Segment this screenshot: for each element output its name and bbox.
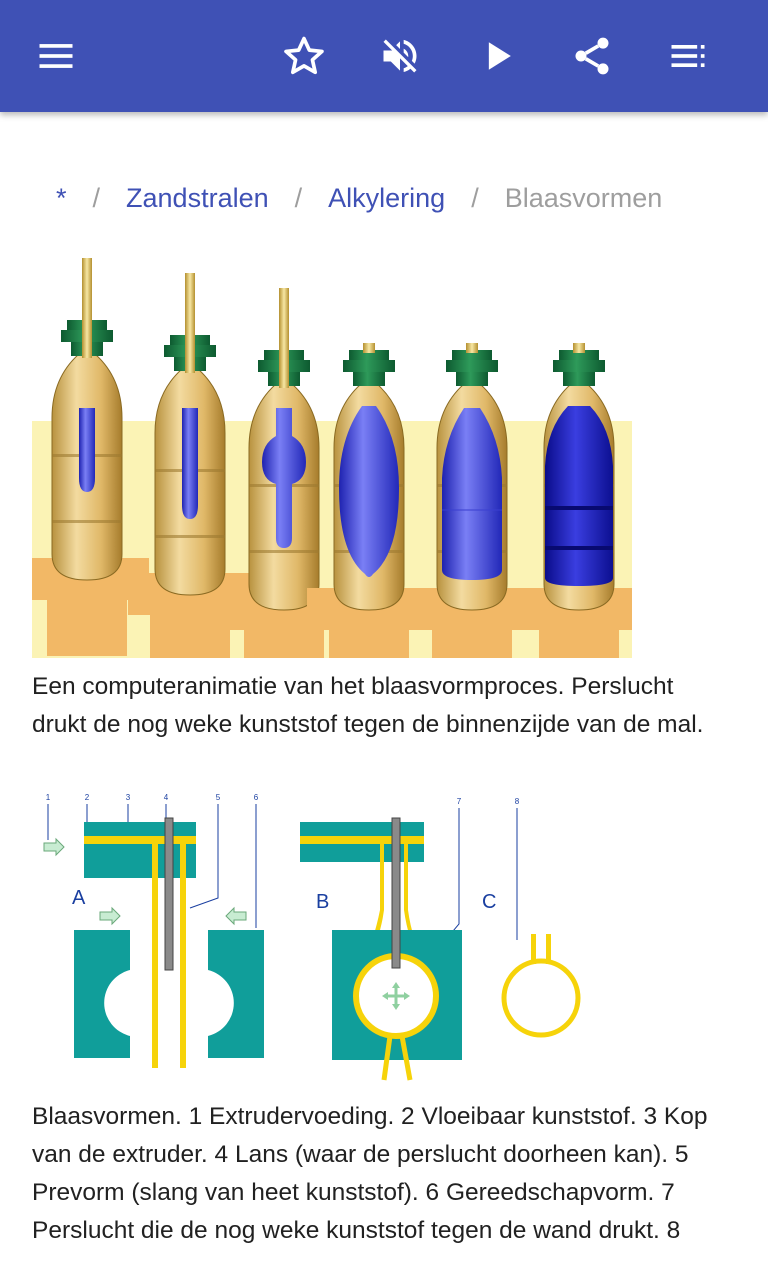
play-button[interactable] [468,26,528,86]
breadcrumb-separator: / [294,182,303,213]
blow-molding-diagram-image[interactable]: 1 2 3 4 5 6 7 8 A [32,790,612,1082]
breadcrumb-current: Blaasvormen [504,182,663,213]
diagram-letter-a: A [72,887,86,909]
share-button[interactable] [562,26,622,86]
diagram-label-3: 3 [126,793,131,802]
diagram-label-4: 4 [164,793,169,802]
breadcrumb-home-link[interactable]: * [56,182,67,213]
app-toolbar [0,0,768,112]
play-icon [488,42,511,70]
breadcrumb-link-alkylering[interactable]: Alkylering [328,182,446,213]
menu-icon [39,44,73,68]
breadcrumb-link-zandstralen[interactable]: Zandstralen [126,182,269,213]
breadcrumb-separator: / [92,182,101,213]
diagram-label-1: 1 [46,793,51,802]
favorite-button[interactable] [274,26,334,86]
diagram-label-6: 6 [254,793,259,802]
volume-off-icon [383,39,417,73]
breadcrumb-separator: / [471,182,479,213]
figure-caption: Blaasvormen. 1 Extrudervoeding. 2 Vloeib… [32,1103,708,1244]
share-icon [575,37,609,75]
diagram-label-7: 7 [457,797,462,806]
diagram-label-8: 8 [515,797,520,806]
blow-molding-animation-image[interactable] [24,258,642,687]
diagram-label-5: 5 [216,793,221,802]
diagram-letter-c: C [482,891,496,913]
breadcrumb: * / Zandstralen / Alkylering / Blaasvorm… [56,178,662,218]
menu-button[interactable] [26,26,86,86]
diagram-label-2: 2 [85,793,90,802]
playlist-button[interactable] [658,26,718,86]
figure-caption: Een computeranimatie van het blaasvormpr… [32,673,704,738]
diagram-letter-b: B [316,891,329,913]
playlist-icon [671,45,705,67]
mute-button[interactable] [370,26,430,86]
star-outline-icon [284,36,324,75]
